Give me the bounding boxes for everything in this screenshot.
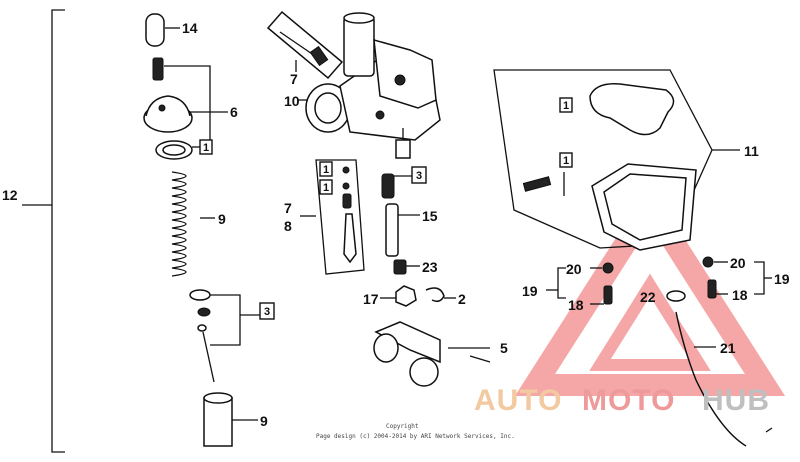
- box-1e-text: 1: [563, 155, 569, 167]
- box-1c: [319, 179, 333, 195]
- copyright-line-2: Page design (c) 2004-2014 by ARI Network…: [316, 433, 515, 440]
- label-20-left: 20: [566, 261, 582, 277]
- box-3b-text: 3: [416, 170, 422, 182]
- part-2-clip: [425, 287, 456, 303]
- part-9-piston: [203, 392, 258, 447]
- label-19-left: 19: [522, 283, 538, 299]
- label-6: 6: [230, 104, 238, 120]
- label-15: 15: [422, 208, 438, 224]
- copyright-line-1: Copyright: [386, 423, 419, 430]
- part-6-top-cover: [143, 95, 228, 133]
- label-22: 22: [640, 289, 656, 305]
- label-7: 7: [284, 200, 292, 216]
- box-3b: [411, 166, 427, 184]
- label-12: 12: [2, 187, 18, 203]
- part-19-right-group: [702, 256, 772, 299]
- part-9-spring: [171, 171, 215, 277]
- part-gasket-ring: [155, 140, 200, 160]
- label-5: 5: [500, 340, 508, 356]
- label-21: 21: [720, 340, 736, 356]
- label-17: 17: [363, 291, 379, 307]
- box-3a-text: 3: [264, 306, 270, 318]
- box-1a-text: 1: [203, 142, 209, 154]
- part-screw-top: [152, 57, 211, 140]
- part-14-cap: [145, 13, 180, 47]
- label-18-right: 18: [732, 287, 748, 303]
- box-1d: [559, 97, 573, 113]
- part-17-float-valve: [380, 285, 417, 307]
- box-1d-text: 1: [563, 100, 569, 112]
- part-22-oring: [666, 290, 686, 302]
- watermark-logo: AUTO MOTO HUB: [474, 384, 770, 417]
- box-1c-text: 1: [323, 182, 329, 194]
- bracket-12: [22, 9, 65, 453]
- box-1a: [199, 139, 213, 155]
- label-9a: 9: [218, 211, 226, 227]
- label-14: 14: [182, 20, 198, 36]
- label-19-right: 19: [774, 271, 790, 287]
- part-15-needle-jet: [381, 173, 420, 257]
- label-11: 11: [744, 143, 759, 159]
- box-1b: [319, 161, 333, 177]
- part-21-drain-tube: [675, 311, 773, 447]
- watermark-auto: AUTO: [474, 384, 562, 417]
- part-7-8-jet-set: [300, 159, 365, 275]
- watermark-moto: MOTO: [582, 384, 675, 417]
- part-23-jet: [393, 259, 420, 275]
- part-10-carburetor-body: [298, 12, 441, 159]
- part-7-gasket-set: [266, 10, 344, 80]
- part-5-float: [373, 321, 491, 387]
- part-11-float-chamber: [493, 69, 740, 251]
- label-10: 10: [284, 93, 300, 109]
- label-18-left: 18: [568, 297, 584, 313]
- part-needle-assy: [189, 289, 260, 383]
- label-23: 23: [422, 259, 438, 275]
- label-7-top: 7: [290, 71, 298, 87]
- label-20-right: 20: [730, 255, 746, 271]
- watermark-hub: HUB: [702, 384, 770, 417]
- label-2: 2: [458, 291, 466, 307]
- box-3a: [259, 302, 275, 320]
- box-1e: [559, 152, 573, 168]
- label-8: 8: [284, 218, 292, 234]
- box-1b-text: 1: [323, 164, 329, 176]
- part-19-left-group: [546, 262, 614, 305]
- label-9b: 9: [260, 413, 268, 429]
